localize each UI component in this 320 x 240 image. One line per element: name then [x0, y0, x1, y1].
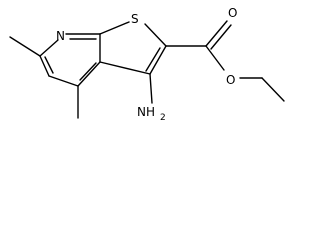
- bond-c3-c3a: [99, 61, 151, 75]
- bond-carbonyl-double: [205, 20, 228, 47]
- bond-c4-c3a: [77, 61, 101, 87]
- bond-c4-c3a-inner: [79, 62, 97, 81]
- atom-labels: N S O O NH 2: [56, 6, 237, 123]
- bond-c3-amino: [149, 73, 153, 104]
- amino-subscript-label: 2: [160, 113, 166, 123]
- carbonyl-oxygen-label: O: [228, 6, 237, 20]
- bond-c6-c5: [39, 55, 50, 77]
- thiophene-sulfur-label: S: [131, 12, 139, 26]
- bond-ch2-ch3: [261, 77, 285, 102]
- bond-carbonyl-ester-oxygen: [205, 45, 225, 71]
- ester-oxygen-label: O: [226, 73, 235, 87]
- bond-c6-n7: [39, 39, 59, 57]
- amino-group-label: NH: [137, 105, 155, 119]
- bond-c6-c5-inner: [44, 56, 54, 74]
- chemical-structure-diagram: N S O O NH 2: [9, 6, 285, 123]
- bond-c2-c3: [149, 45, 167, 75]
- bond-carbonyl-double-inner: [210, 24, 232, 50]
- bond-methyl-c6: [9, 36, 41, 57]
- bonds: [9, 20, 285, 119]
- bond-c5-c4: [48, 75, 79, 87]
- bond-s1-c2: [144, 23, 167, 47]
- bond-c7a-s1: [99, 21, 130, 35]
- pyridine-nitrogen-label: N: [56, 29, 65, 43]
- bond-c2-c3-inner: [145, 47, 161, 72]
